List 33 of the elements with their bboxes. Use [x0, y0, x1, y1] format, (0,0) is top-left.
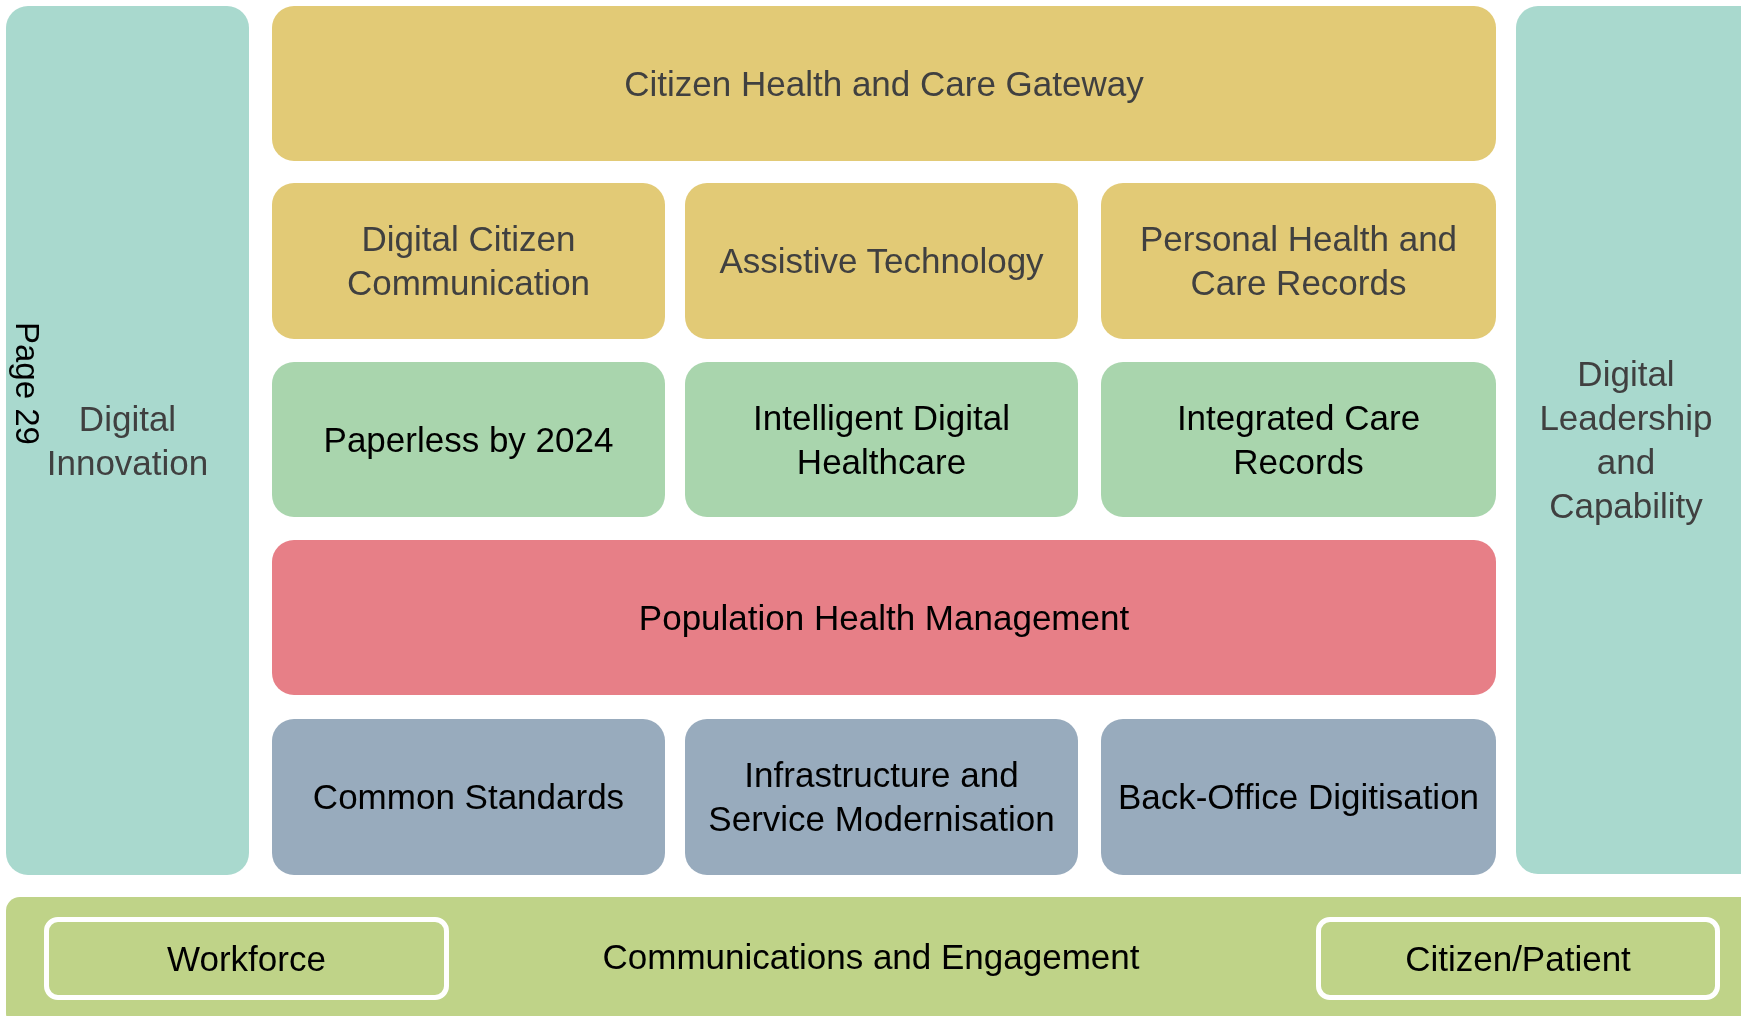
tile	[1101, 183, 1496, 339]
tile-text: Personal Health and Care Records	[1138, 218, 1459, 304]
page-number: Page 29	[8, 322, 46, 445]
tile	[1101, 362, 1496, 517]
tile-text: Digital Innovation	[45, 397, 210, 484]
tile	[272, 719, 665, 875]
tile-text: Citizen/Patient	[1404, 937, 1632, 980]
tile-text: Citizen Health and Care Gateway	[623, 62, 1145, 105]
foundation-bar	[6, 897, 1741, 1016]
tile-text: Workforce	[166, 937, 327, 980]
tile-text: Intelligent Digital Healthcare	[752, 396, 1011, 483]
tile-text: Digital Leadership and Capability	[1538, 353, 1714, 527]
pillar-panel	[6, 6, 249, 875]
tile	[685, 183, 1078, 339]
tile-text: Digital Citizen Communication	[345, 218, 592, 304]
tile-text: Population Health Management	[637, 596, 1131, 639]
banner	[272, 540, 1496, 695]
pillar-panel	[1516, 6, 1741, 874]
tile-text: Communications and Engagement	[601, 936, 1141, 978]
tile	[685, 362, 1078, 517]
tile-text: Infrastructure and Service Modernisation	[707, 754, 1056, 840]
tile-text: Paperless by 2024	[322, 418, 615, 461]
tile	[272, 6, 1496, 161]
tile-text: Assistive Technology	[718, 240, 1045, 282]
tile	[1101, 719, 1496, 875]
tile-text: Integrated Care Records	[1175, 396, 1422, 483]
tile	[272, 183, 665, 339]
tile-text: Back-Office Digitisation	[1116, 776, 1481, 818]
sub-panel	[44, 917, 449, 1000]
tile	[272, 362, 665, 517]
tile-text: Common Standards	[311, 776, 626, 818]
sub-panel	[1316, 917, 1720, 1000]
tile	[685, 719, 1078, 875]
